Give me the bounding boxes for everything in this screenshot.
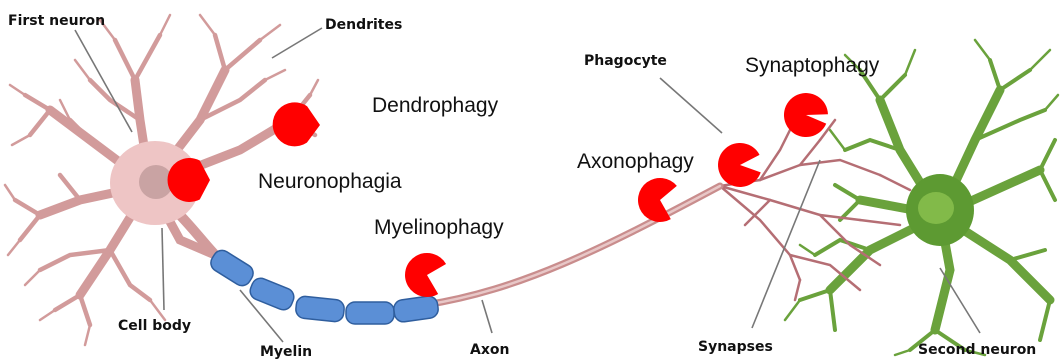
label-dendrophagy: Dendrophagy xyxy=(372,94,499,117)
label-synapses: Synapses xyxy=(698,339,773,355)
label-axonophagy: Axonophagy xyxy=(577,150,694,173)
second-neuron-nucleus xyxy=(918,192,954,224)
phagocyte-icon xyxy=(718,143,761,187)
leader-synapses xyxy=(752,160,820,328)
myelin-sheath xyxy=(208,247,440,324)
leader-first-neuron xyxy=(75,30,132,132)
label-phagocyte: Phagocyte xyxy=(584,53,667,69)
label-dendrites: Dendrites xyxy=(325,17,402,33)
leader-cell-body xyxy=(162,228,164,310)
leader-dendrites xyxy=(272,28,322,58)
label-myelin: Myelin xyxy=(260,344,312,360)
phagocyte-synaptophagy-icon xyxy=(784,93,828,137)
label-first-neuron: First neuron xyxy=(8,13,105,29)
axon xyxy=(425,186,720,305)
label-synaptophagy: Synaptophagy xyxy=(745,54,880,77)
phagocyte-dendrophagy-icon xyxy=(273,102,320,146)
label-second-neuron: Second neuron xyxy=(918,342,1036,358)
myelin-segment xyxy=(393,295,440,323)
myelin-segment xyxy=(346,302,394,324)
label-axon: Axon xyxy=(470,342,509,358)
label-cell-body: Cell body xyxy=(118,318,191,334)
leader-axon xyxy=(482,300,492,333)
label-neuronophagia: Neuronophagia xyxy=(258,170,402,193)
myelin-segment xyxy=(295,296,345,323)
label-myelinophagy: Myelinophagy xyxy=(374,216,504,239)
leader-phagocyte xyxy=(660,78,722,133)
phagocyte-myelinophagy-icon xyxy=(405,253,446,297)
myelin-segment xyxy=(208,247,257,289)
